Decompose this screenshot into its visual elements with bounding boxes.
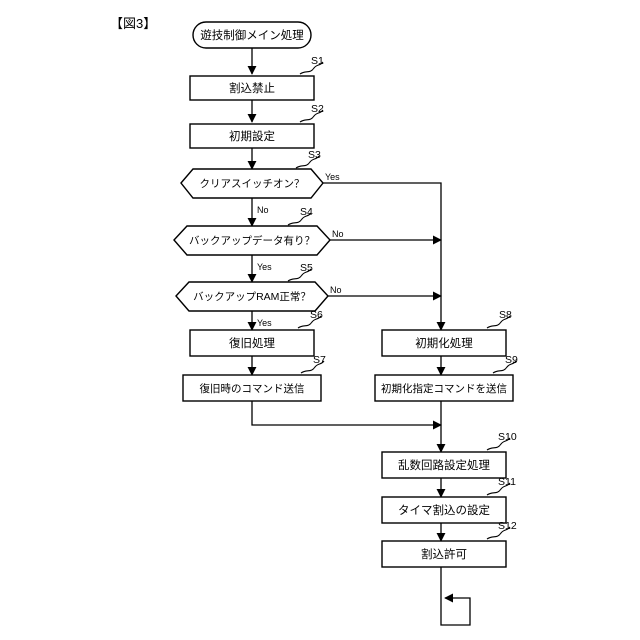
s12-step-label: S12 — [498, 520, 517, 532]
s2-leader-line — [299, 109, 324, 123]
s1-leader-line — [299, 61, 324, 75]
s7-shape — [182, 374, 322, 402]
connector-s7-to-merge — [251, 401, 442, 430]
s9-step-label: S9 — [505, 354, 518, 366]
node-s9[interactable]: 初期化指定コマンドを送信 — [374, 374, 514, 402]
node-s2[interactable]: 初期設定 — [189, 123, 315, 149]
s3-label: クリアスイッチオン？ — [200, 178, 305, 190]
s6-step-label: S6 — [310, 309, 323, 321]
s3-step-label: S3 — [308, 149, 321, 161]
node-start[interactable]: 遊技制御メイン処理 — [192, 21, 312, 49]
s9-label: 初期化指定コマンドを送信 — [381, 382, 507, 395]
start-shape — [192, 21, 312, 49]
connector-s12-loop — [440, 567, 471, 626]
node-s8[interactable]: 初期化処理 — [381, 329, 507, 357]
node-s4[interactable]: バックアップデータ有り？ — [173, 225, 331, 256]
s8-shape — [381, 329, 507, 357]
branch-label-s5-no: No — [330, 285, 342, 295]
branch-label-s3-yes: Yes — [325, 172, 340, 182]
s5-label: バックアップRAM正常？ — [193, 290, 311, 303]
s11-label: タイマ割込の設定 — [398, 503, 490, 517]
branch-label-s3-no: No — [257, 205, 269, 215]
s8-leader-line — [486, 315, 511, 329]
node-s6[interactable]: 復旧処理 — [189, 329, 315, 357]
node-s5[interactable]: バックアップRAM正常？ — [175, 281, 329, 312]
s12-label: 割込許可 — [421, 547, 467, 561]
s10-label: 乱数回路設定処理 — [398, 458, 490, 472]
s1-step-label: S1 — [311, 55, 324, 67]
s4-shape — [173, 225, 331, 256]
s5-shape — [175, 281, 329, 312]
s5-step-label: S5 — [300, 262, 313, 274]
node-s3[interactable]: クリアスイッチオン？ — [180, 168, 324, 199]
s6-label: 復旧処理 — [229, 336, 275, 350]
s3-leader-line — [295, 155, 320, 169]
s8-label: 初期化処理 — [415, 336, 473, 350]
branch-label-s4-yes: Yes — [257, 262, 272, 272]
s1-shape — [189, 75, 315, 101]
s6-leader-line — [297, 315, 322, 329]
s10-leader-line — [486, 437, 511, 451]
node-s10[interactable]: 乱数回路設定処理 — [381, 451, 507, 479]
s2-shape — [189, 123, 315, 149]
s9-leader-line — [492, 360, 517, 374]
s2-step-label: S2 — [311, 103, 324, 115]
s7-step-label: S7 — [313, 354, 326, 366]
s4-leader-line — [287, 212, 312, 226]
s6-shape — [189, 329, 315, 357]
s10-step-label: S10 — [498, 431, 517, 443]
s7-leader-line — [300, 360, 325, 374]
node-s12[interactable]: 割込許可 — [381, 540, 507, 568]
s7-label: 復旧時のコマンド送信 — [200, 382, 305, 395]
s11-shape — [381, 496, 507, 524]
branch-label-s5-yes: Yes — [257, 318, 272, 328]
s12-shape — [381, 540, 507, 568]
s9-shape — [374, 374, 514, 402]
s11-leader-line — [486, 482, 511, 496]
s11-step-label: S11 — [498, 476, 516, 488]
s4-label: バックアップデータ有り？ — [189, 234, 315, 247]
s2-label: 初期設定 — [229, 129, 275, 143]
figure-label: 【図3】 — [110, 16, 156, 31]
s10-shape — [381, 451, 507, 479]
s1-label: 割込禁止 — [229, 81, 275, 95]
s5-leader-line — [287, 268, 312, 282]
branch-label-s4-no: No — [332, 229, 344, 239]
s8-step-label: S8 — [499, 309, 512, 321]
node-s7[interactable]: 復旧時のコマンド送信 — [182, 374, 322, 402]
node-s11[interactable]: タイマ割込の設定 — [381, 496, 507, 524]
s12-leader-line — [486, 526, 511, 540]
start-label: 遊技制御メイン処理 — [200, 28, 304, 42]
connector-s3-yes-to-trunk — [323, 182, 446, 331]
s4-step-label: S4 — [300, 206, 313, 218]
node-s1[interactable]: 割込禁止 — [189, 75, 315, 101]
s3-shape — [180, 168, 324, 199]
